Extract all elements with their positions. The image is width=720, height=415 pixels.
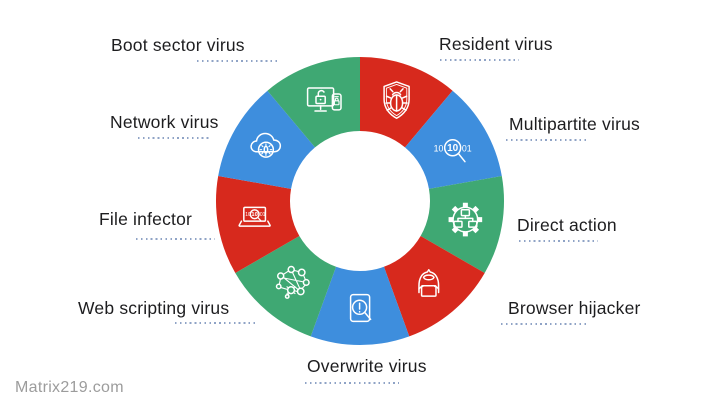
donut-segment-web-scripting-virus — [235, 236, 337, 337]
svg-text:01: 01 — [260, 212, 266, 218]
binary-magnifier-icon: 10 10 01 — [434, 139, 472, 163]
document-alert-icon — [349, 293, 372, 323]
leader-dots-boot-sector — [197, 60, 277, 63]
donut-segment-boot-sector-virus — [267, 57, 360, 148]
leader-dots-resident — [440, 59, 519, 62]
leader-dots-web-scripting — [175, 322, 258, 325]
svg-text:10: 10 — [434, 144, 444, 154]
label-overwrite-virus: Overwrite virus — [307, 356, 427, 376]
label-web-scripting-virus: Web scripting virus — [78, 298, 230, 318]
svg-text:10: 10 — [251, 212, 257, 218]
label-resident-virus: Resident virus — [439, 34, 553, 54]
watermark-text: Matrix219.com — [15, 379, 124, 396]
leader-dots-multipartite — [506, 139, 587, 142]
hacker-laptop-icon — [418, 269, 440, 297]
label-direct-action: Direct action — [517, 215, 617, 235]
donut-segment-file-infector — [216, 175, 300, 273]
leader-dots-network — [138, 137, 209, 140]
svg-text:01: 01 — [462, 144, 472, 154]
gear-network-icon — [448, 202, 483, 237]
laptop-scan-icon: 10 10 01 — [238, 206, 271, 227]
leader-dots-file-infector — [136, 238, 215, 241]
label-file-infector: File infector — [99, 209, 193, 229]
svg-text:10: 10 — [245, 212, 251, 218]
leader-dots-overwrite — [305, 382, 399, 385]
node-web-icon — [275, 265, 310, 299]
monitor-lock-icon — [306, 87, 342, 112]
label-browser-hijacker: Browser hijacker — [508, 298, 641, 318]
cloud-virus-icon — [250, 132, 282, 158]
donut-segment-network-virus — [218, 90, 315, 189]
shield-bug-icon — [383, 81, 410, 119]
label-multipartite-virus: Multipartite virus — [509, 114, 640, 134]
leader-dots-direct-action — [519, 240, 598, 243]
leader-dots-browser-hijacker — [501, 323, 589, 326]
label-boot-sector-virus: Boot sector virus — [111, 35, 245, 55]
svg-text:10: 10 — [447, 143, 459, 154]
label-network-virus: Network virus — [110, 112, 219, 132]
